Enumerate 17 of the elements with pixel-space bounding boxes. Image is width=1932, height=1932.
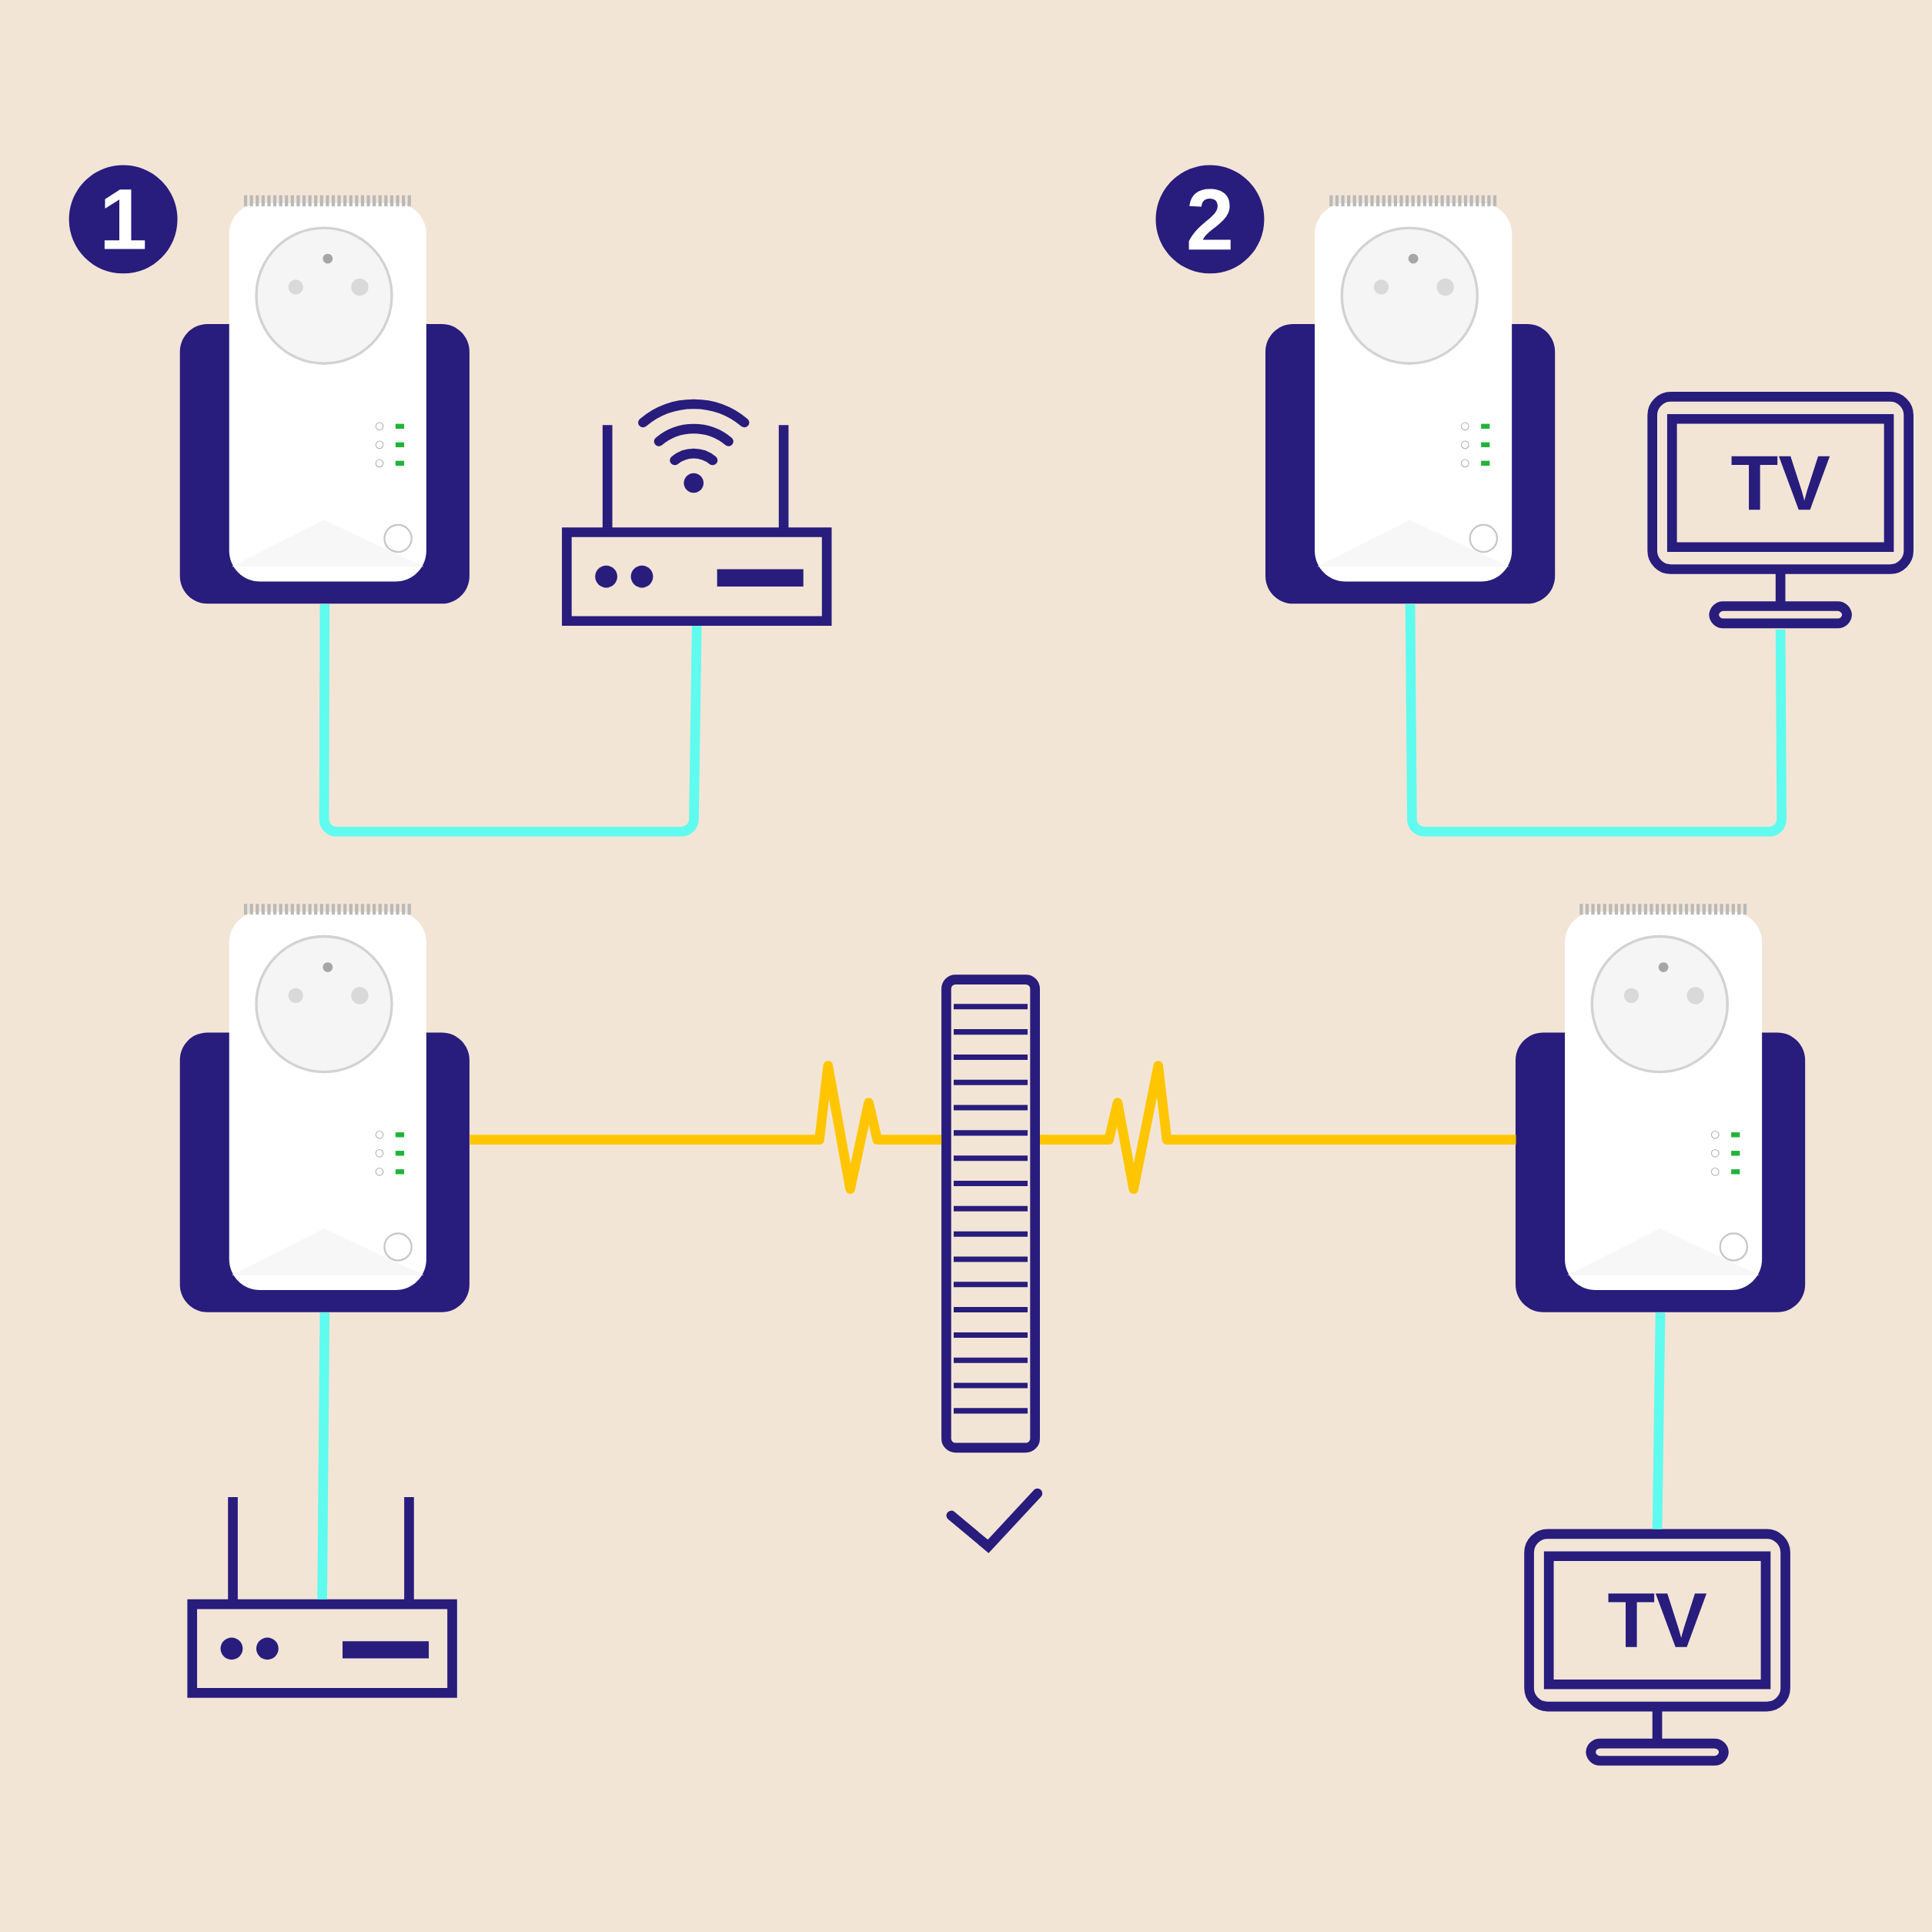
cable-line <box>1652 1312 1666 1529</box>
callout-number: 2 <box>1155 165 1265 274</box>
tv-drawing: TV <box>1647 392 1914 629</box>
router-drawing <box>187 1496 457 1698</box>
powerline-adapter-drawing <box>1516 904 1806 1312</box>
powerline-adapter-drawing <box>1265 195 1556 604</box>
router-drawing <box>562 399 832 627</box>
cable-line <box>1040 1061 1516 1195</box>
powerline-adapter-drawing <box>179 195 470 604</box>
powerline-adapter-drawing <box>179 904 470 1312</box>
tv-drawing: TV <box>1524 1529 1790 1766</box>
cable-line <box>319 603 702 837</box>
cable-line <box>470 1061 942 1195</box>
wall-drawing <box>941 974 1040 1453</box>
cable-line <box>317 1312 330 1599</box>
callout-number: 1 <box>69 165 178 274</box>
cable-line <box>1405 603 1787 837</box>
